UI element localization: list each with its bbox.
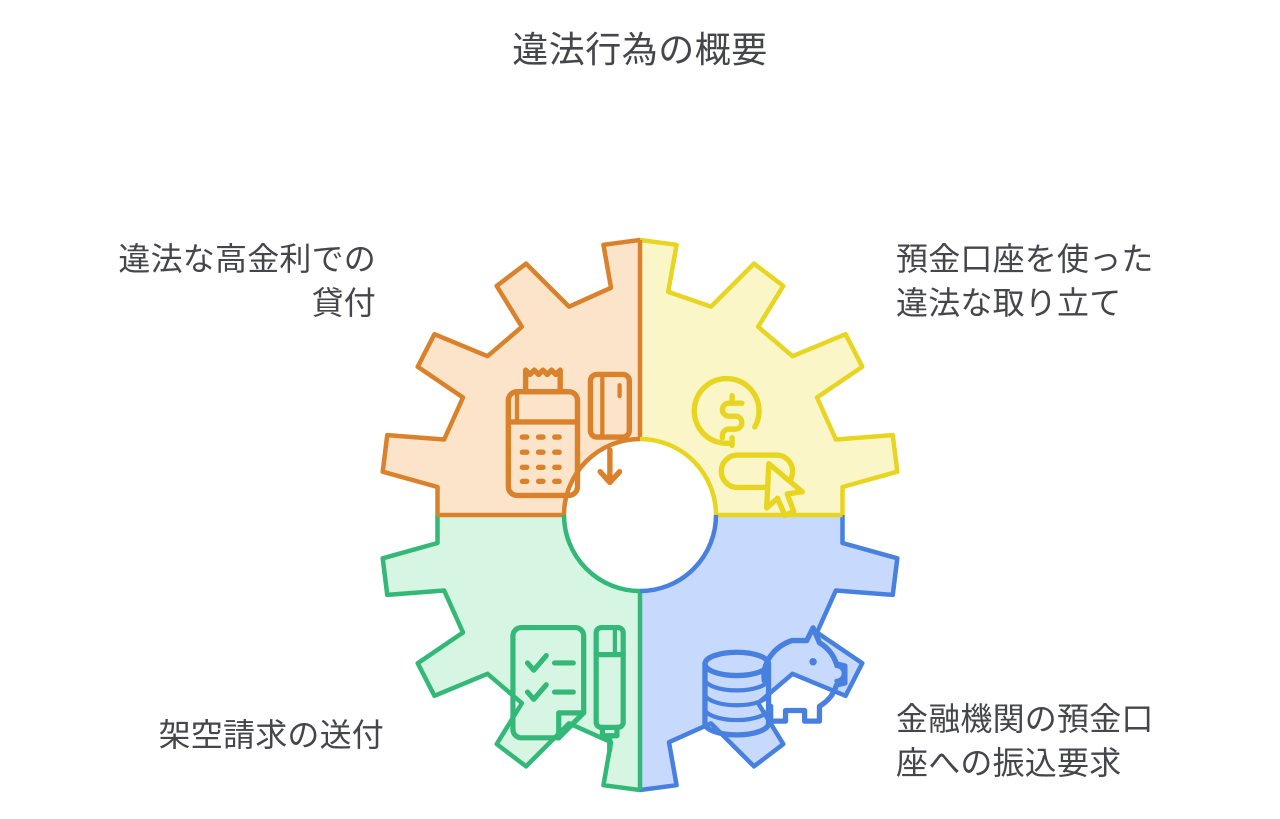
segment-label-top-left: 違法な高金利での 貸付 xyxy=(118,241,376,321)
segment-label-bottom-right: 金融機関の預金口 座への振込要求 xyxy=(896,701,1154,781)
segment-label-bottom-left: 架空請求の送付 xyxy=(158,717,384,753)
gear-diagram xyxy=(360,235,920,795)
card-payment-terminal-icon xyxy=(505,367,633,499)
hub-arc-blue xyxy=(639,514,719,594)
checklist-pen-icon xyxy=(510,624,626,753)
segment-dividers xyxy=(437,240,843,790)
page-title: 違法行為の概要 xyxy=(512,29,768,70)
piggy-bank-coins-icon xyxy=(702,625,848,738)
hub-arc-yellow xyxy=(639,436,719,516)
hub-arc-green xyxy=(561,514,641,594)
gear-hub xyxy=(561,436,719,594)
dollar-coin-click-icon xyxy=(691,375,806,519)
hub-arc-orange xyxy=(561,436,641,516)
gear-svg xyxy=(360,235,920,795)
segment-label-top-right: 預金口座を使った 違法な取り立て xyxy=(896,241,1154,321)
